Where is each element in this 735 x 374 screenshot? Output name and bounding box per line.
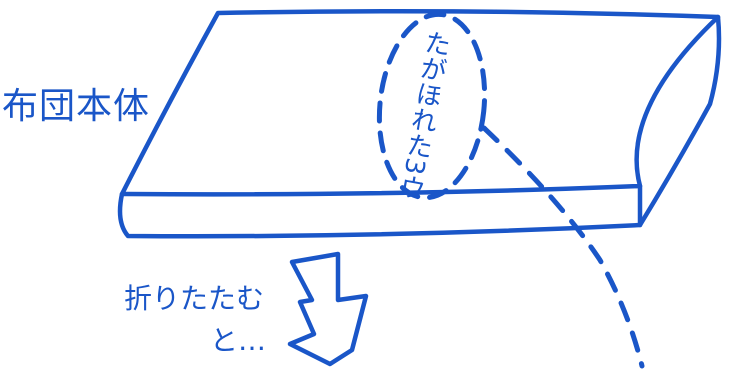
callout-text: たがほれた3ウ <box>393 27 453 202</box>
futon-body-label: 布団本体 <box>2 86 150 127</box>
continuation-label: と… <box>210 324 266 357</box>
fold-arrow-icon <box>290 254 366 364</box>
futon-side-edge <box>640 17 719 225</box>
fold-instruction-label: 折りたたむ <box>124 282 264 315</box>
callout-leader-line <box>484 128 642 366</box>
